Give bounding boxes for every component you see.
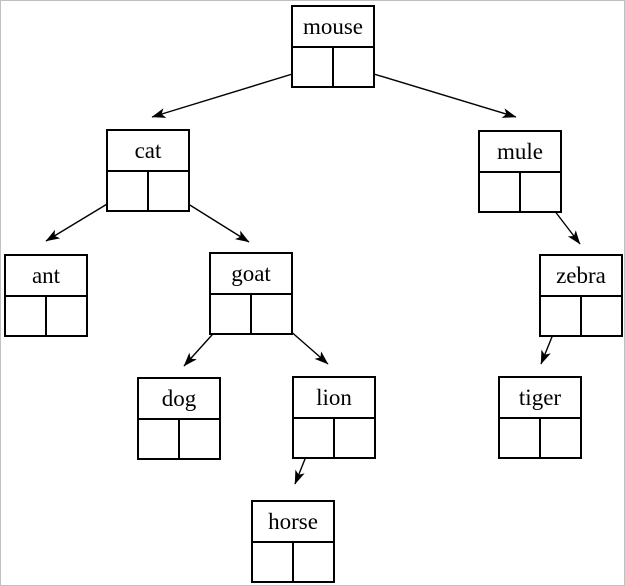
node-label: mouse [293, 7, 373, 48]
tree-node-zebra: zebra [539, 254, 623, 337]
left-pointer-cell [6, 297, 47, 335]
right-pointer-cell [541, 419, 580, 457]
right-pointer-cell [252, 295, 291, 333]
node-label: zebra [541, 256, 621, 297]
right-pointer-cell [47, 297, 86, 335]
tree-node-horse: horse [251, 500, 335, 583]
right-pointer-cell [149, 172, 188, 210]
left-pointer-cell [294, 419, 335, 457]
node-label: horse [253, 502, 333, 543]
tree-node-dog: dog [137, 377, 221, 460]
tree-node-mule: mule [478, 130, 562, 213]
tree-node-cat: cat [106, 129, 190, 212]
node-label: goat [211, 254, 291, 295]
left-pointer-cell [139, 420, 180, 458]
left-pointer-cell [480, 173, 521, 211]
right-pointer-cell [180, 420, 219, 458]
tree-node-lion: lion [292, 376, 376, 459]
node-label: mule [480, 132, 560, 173]
node-label: lion [294, 378, 374, 419]
node-label: tiger [500, 378, 580, 419]
tree-node-ant: ant [4, 254, 88, 337]
left-pointer-cell [541, 297, 582, 335]
tree-node-goat: goat [209, 252, 293, 335]
node-label: cat [108, 131, 188, 172]
tree-node-mouse: mouse [291, 5, 375, 88]
edge-mouse-mule [353, 67, 517, 118]
left-pointer-cell [211, 295, 252, 333]
left-pointer-cell [500, 419, 541, 457]
right-pointer-cell [334, 48, 373, 86]
right-pointer-cell [335, 419, 374, 457]
left-pointer-cell [293, 48, 334, 86]
left-pointer-cell [108, 172, 149, 210]
right-pointer-cell [294, 543, 333, 581]
edge-mouse-cat [151, 67, 313, 118]
right-pointer-cell [582, 297, 621, 335]
tree-node-tiger: tiger [498, 376, 582, 459]
right-pointer-cell [521, 173, 560, 211]
node-label: dog [139, 379, 219, 420]
left-pointer-cell [253, 543, 294, 581]
node-label: ant [6, 256, 86, 297]
